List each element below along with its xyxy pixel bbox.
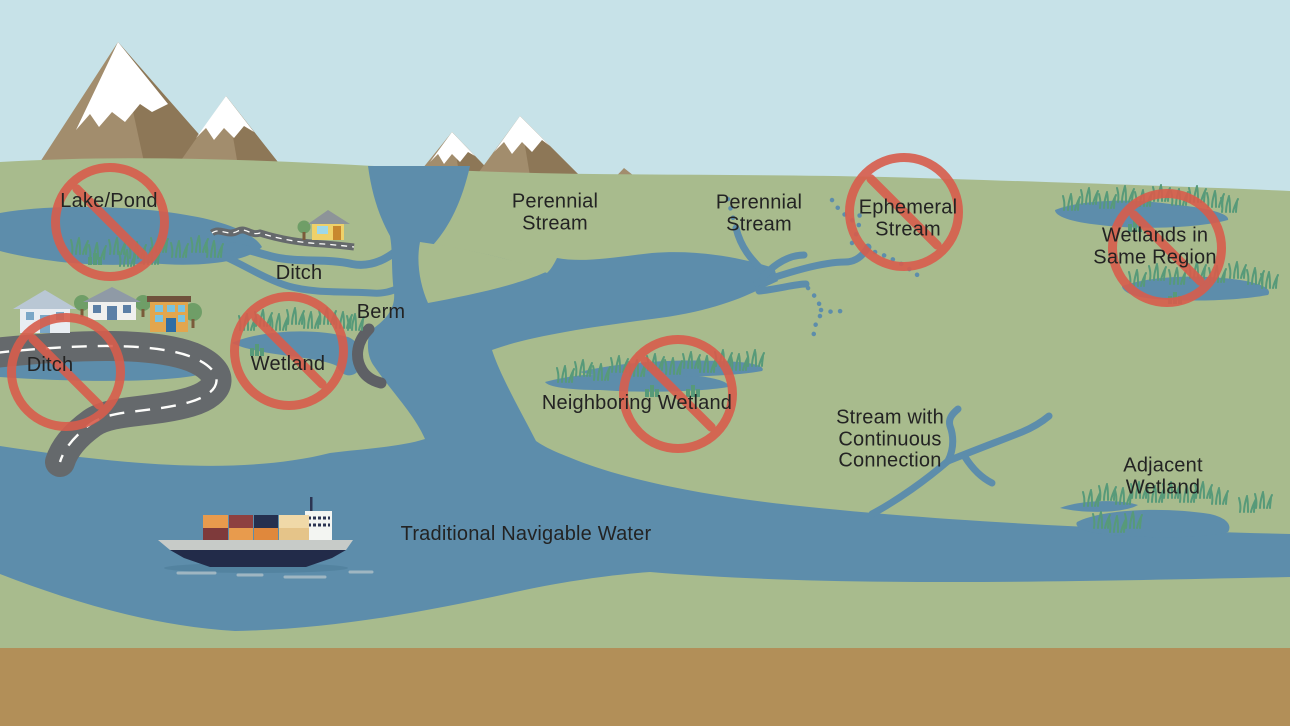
snow-cap-3 — [430, 132, 475, 164]
small-road — [209, 226, 355, 251]
ship-mast — [310, 497, 313, 513]
river-peninsula — [418, 242, 546, 303]
prohibition-slash — [249, 311, 329, 391]
house-mansion — [74, 287, 151, 320]
prohibition-icon-neighboring-wetland — [619, 335, 737, 453]
prohibition-icon-ephemeral-stream — [845, 153, 963, 271]
upper-ditch-water — [202, 241, 403, 297]
label-lake-pond: Lake/Pond — [60, 190, 158, 213]
label-stream-continuous-connection: Stream with Continuous Connection — [836, 406, 944, 472]
berm-structure — [352, 323, 387, 389]
cargo-ship — [158, 497, 374, 579]
snow-cap-4 — [494, 116, 550, 154]
prohibition-icon-wetland — [230, 292, 348, 410]
label-wetlands-same-region: Wetlands in Same Region — [1093, 224, 1217, 268]
adjacent-wetland-patch-1 — [1060, 501, 1138, 512]
water-reflection-lines — [176, 570, 374, 579]
label-perennial-stream-left: Perennial Stream — [511, 190, 599, 234]
snow-cap-1 — [76, 42, 168, 130]
label-adjacent-wetland: Adjacent Wetland — [1123, 454, 1203, 498]
continuous-connection-stream — [868, 405, 1053, 518]
label-ditch-left: Ditch — [26, 354, 74, 377]
soil-layer — [0, 648, 1290, 726]
label-traditional-navigable-water: Traditional Navigable Water — [400, 523, 652, 546]
house-orange — [147, 296, 202, 332]
ship-hull-upper — [158, 540, 353, 550]
label-ephemeral-stream: Ephemeral Stream — [858, 196, 958, 240]
prohibition-icon-ditch-left — [7, 313, 125, 431]
prohibition-icon-wetlands-same-region — [1108, 189, 1226, 307]
label-perennial-stream-right: Perennial Stream — [715, 191, 803, 235]
label-neighboring-wetland: Neighboring Wetland — [541, 392, 733, 415]
prohibition-icon-lake-pond — [51, 163, 169, 281]
label-wetland: Wetland — [250, 353, 326, 376]
house-yellow — [297, 210, 350, 240]
snow-cap-2 — [196, 96, 254, 140]
ship-containers — [203, 515, 309, 541]
label-ditch-upper: Ditch — [275, 262, 323, 285]
ship-hull-lower — [170, 550, 346, 567]
label-berm: Berm — [356, 301, 406, 324]
